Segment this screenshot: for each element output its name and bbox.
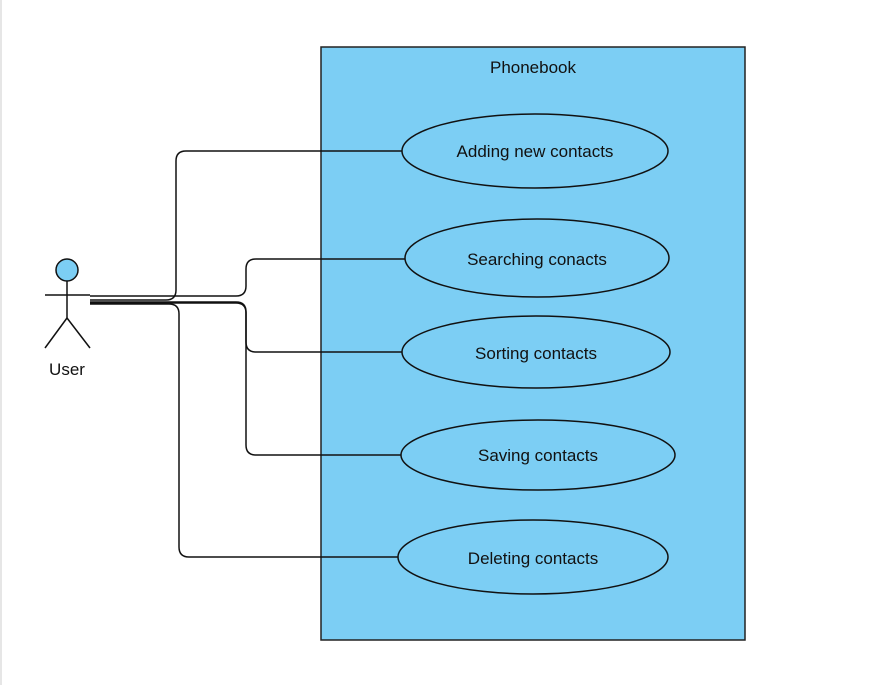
use-case-deleting-contacts[interactable]: Deleting contacts <box>397 519 669 595</box>
use-case-saving-contacts[interactable]: Saving contacts <box>400 419 676 491</box>
use-case-label: Deleting contacts <box>468 549 598 568</box>
actor-label: User <box>49 360 85 379</box>
actor-left-leg <box>44 317 68 349</box>
canvas-left-border <box>0 0 2 685</box>
actor-right-leg <box>66 317 91 349</box>
system-title: Phonebook <box>490 58 577 77</box>
use-case-adding-new-contacts[interactable]: Adding new contacts <box>401 113 669 189</box>
connector-saving-contacts[interactable] <box>90 301 401 456</box>
connector-deleting-contacts[interactable] <box>90 303 398 558</box>
use-case-label: Saving contacts <box>478 446 598 465</box>
use-case-label: Adding new contacts <box>457 142 614 161</box>
connector-adding-new-contacts[interactable] <box>90 150 403 301</box>
use-case-sorting-contacts[interactable]: Sorting contacts <box>401 315 671 389</box>
use-case-searching-conacts[interactable]: Searching conacts <box>404 218 670 298</box>
use-case-label: Searching conacts <box>467 250 607 269</box>
actor-user[interactable]: User <box>44 258 91 379</box>
actor-head <box>55 258 79 282</box>
connector-searching-conacts[interactable] <box>90 258 406 297</box>
use-case-label: Sorting contacts <box>475 344 597 363</box>
